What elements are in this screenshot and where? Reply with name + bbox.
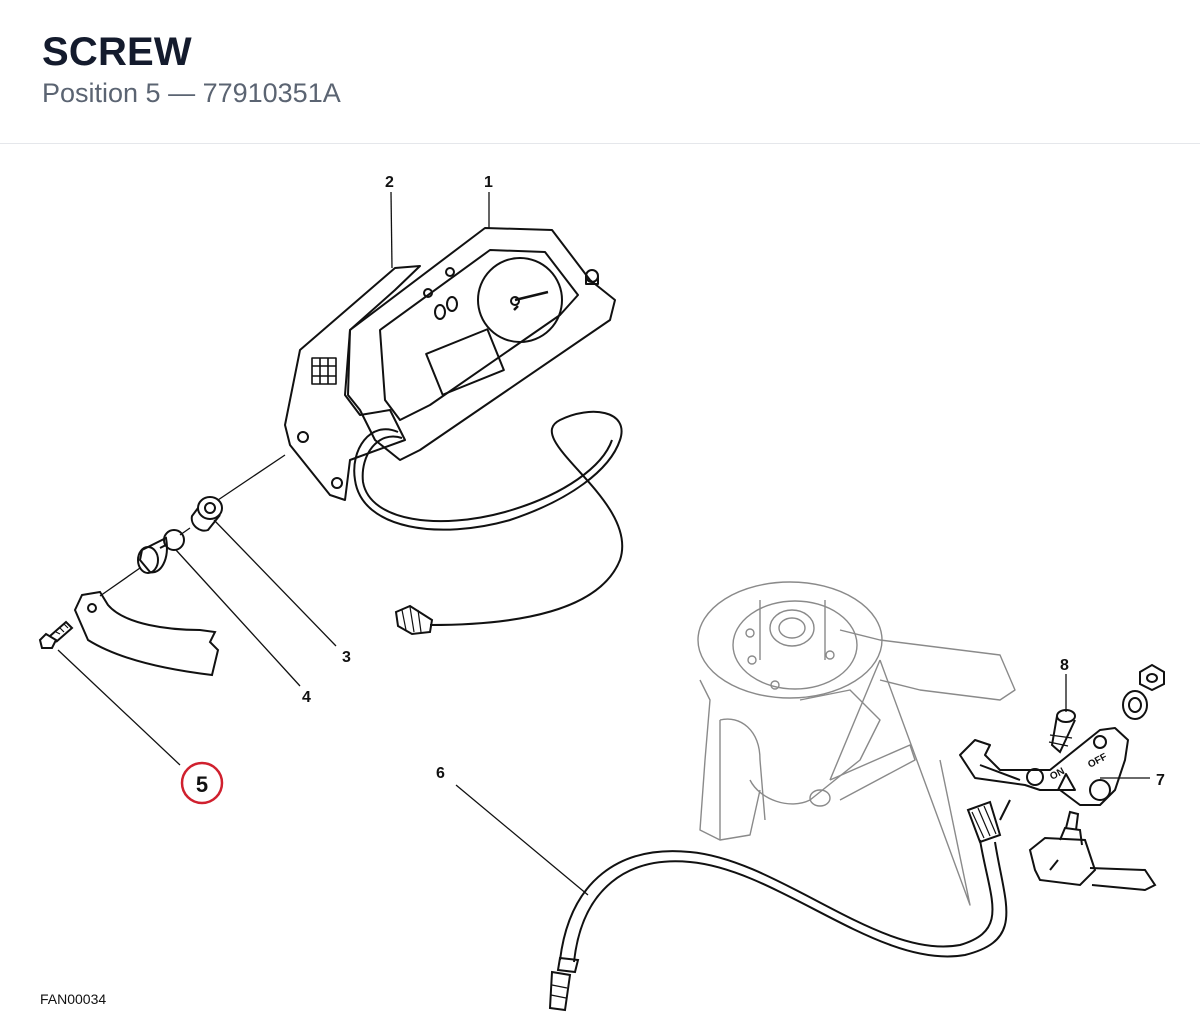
lcd-display: [425, 328, 505, 396]
callout-3[interactable]: 3: [342, 649, 351, 666]
page-title: SCREW: [42, 30, 192, 74]
cluster-rear-housing: [284, 265, 421, 501]
explosion-lines: [99, 454, 286, 597]
highlight-ring: [180, 761, 224, 805]
tachometer-dial: [477, 257, 563, 343]
callout-1[interactable]: 1: [484, 174, 493, 191]
screw-part-5[interactable]: [38, 620, 74, 649]
cable-knurled-end: [966, 800, 1002, 844]
page-header: SCREW Position 5 — 77910351A: [0, 0, 1200, 144]
mounting-plate: [73, 590, 220, 677]
grommet-part-3[interactable]: [190, 496, 223, 532]
nut-and-washer: [1122, 663, 1165, 720]
callout-5-highlight[interactable]: 5: [180, 761, 224, 805]
cable-connector: [394, 604, 434, 636]
diagram-reference-code: FAN00034: [40, 991, 107, 1007]
brand-logo-icon: [311, 357, 337, 385]
bushing-part-4[interactable]: [137, 529, 185, 574]
cluster-cable: [353, 410, 624, 636]
switch-bracket-part-7[interactable]: [959, 727, 1129, 806]
cluster-front-bezel: [347, 227, 616, 461]
switch-label-off: OFF: [1086, 752, 1109, 771]
callout-6[interactable]: 6: [436, 765, 445, 782]
frame-ghost: [697, 581, 1016, 906]
toggle-switch: [1028, 810, 1157, 892]
speedometer-cable-part-6[interactable]: [548, 799, 1011, 1012]
leader-lines: [57, 191, 1150, 896]
instrument-cluster[interactable]: [284, 227, 616, 501]
callout-5: 5: [196, 772, 208, 797]
callout-4[interactable]: 4: [302, 689, 311, 706]
callout-7[interactable]: 7: [1156, 772, 1165, 789]
callout-8[interactable]: 8: [1060, 657, 1069, 674]
bolt-part-8[interactable]: [1048, 709, 1076, 754]
callout-2[interactable]: 2: [385, 174, 394, 191]
page-subtitle: Position 5 — 77910351A: [42, 78, 341, 108]
